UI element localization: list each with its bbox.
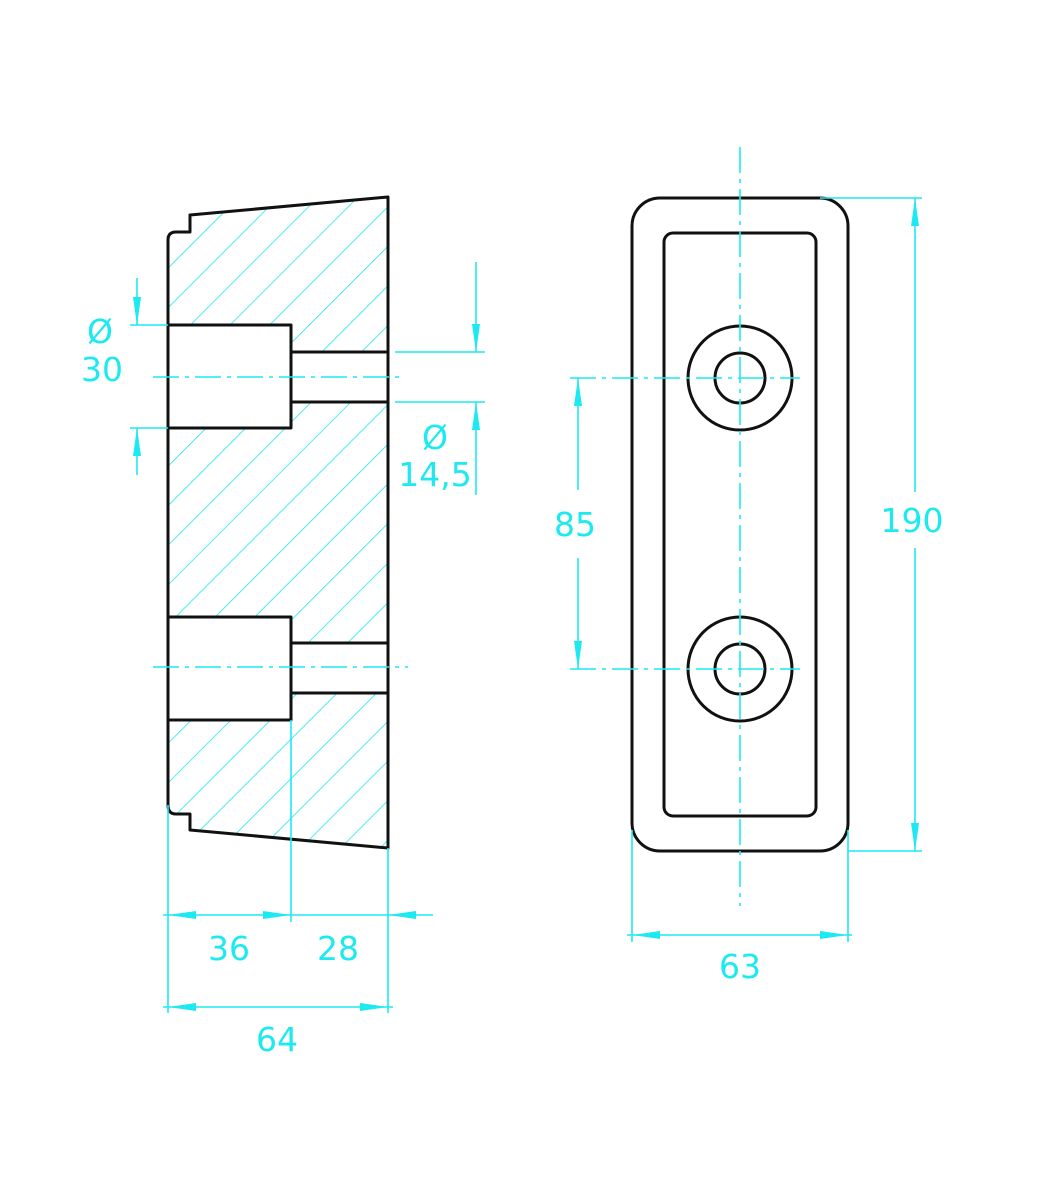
width-label: 63 — [719, 947, 761, 986]
total-depth-label: 64 — [256, 1020, 298, 1059]
depth-28-label: 28 — [317, 929, 359, 968]
diameter-symbol: Ø — [422, 418, 448, 457]
spacing-label: 85 — [554, 505, 596, 544]
dimension-hole-diameter: Ø 14,5 — [395, 262, 485, 495]
depth-36-label: 36 — [208, 929, 250, 968]
dimension-depths: 36 28 64 — [163, 720, 433, 1059]
height-label: 190 — [881, 501, 944, 540]
section-hatching — [168, 197, 388, 848]
dimension-counterbore-diameter: Ø 30 — [81, 278, 168, 475]
dimension-width: 63 — [627, 830, 852, 986]
lower-counterbore — [168, 615, 388, 722]
diameter-symbol: Ø — [87, 312, 113, 351]
dimension-label: 14,5 — [398, 455, 471, 494]
dimension-hole-spacing: 85 — [554, 378, 596, 669]
dimension-height: 190 — [820, 197, 944, 852]
front-view: 85 190 63 — [554, 147, 944, 986]
dimension-label: 30 — [81, 350, 123, 389]
section-view: Ø 30 Ø 14,5 36 28 64 — [81, 195, 485, 1059]
